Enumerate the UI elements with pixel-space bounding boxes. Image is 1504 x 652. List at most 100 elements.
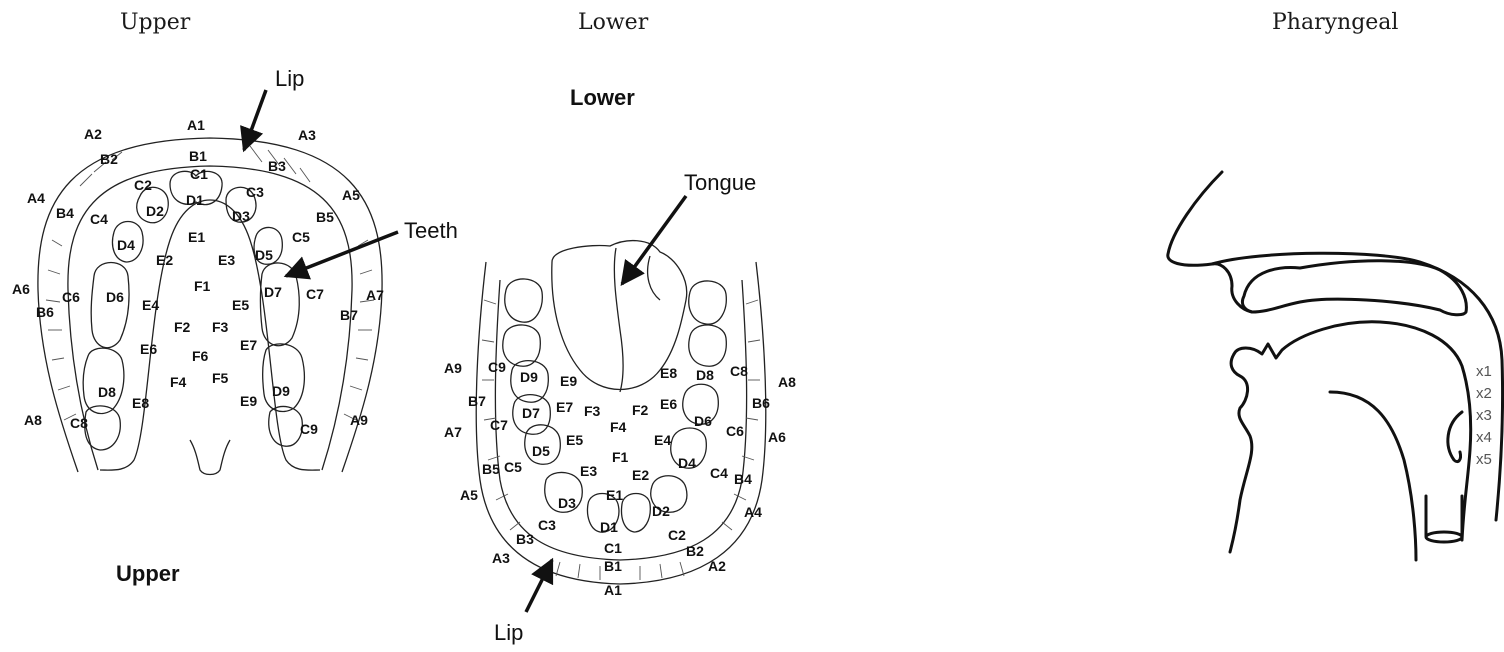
upper-label-a5: A5: [342, 187, 360, 203]
lower-label-a2: A2: [708, 558, 726, 574]
lower-label-c7: C7: [490, 417, 508, 433]
lower-label-a8: A8: [778, 374, 796, 390]
lower-label-e2: E2: [632, 467, 649, 483]
lower-label-c3: C3: [538, 517, 556, 533]
upper-teeth-callout: Teeth: [404, 218, 458, 243]
lower-label-d7: D7: [522, 405, 540, 421]
lower-label-f2: F2: [632, 402, 649, 418]
upper-label-c7: C7: [306, 286, 324, 302]
upper-label-b2: B2: [100, 151, 118, 167]
upper-label-d4: D4: [117, 237, 135, 253]
lower-label-a9: A9: [444, 360, 462, 376]
upper-label-e2: E2: [156, 252, 173, 268]
upper-label-c4: C4: [90, 211, 108, 227]
upper-label-c6: C6: [62, 289, 80, 305]
upper-label-e3: E3: [218, 252, 235, 268]
upper-label-a7: A7: [366, 287, 384, 303]
pharyngeal-diagram: x1 x2 x3 x4 x5: [1168, 172, 1503, 560]
lower-label-d1: D1: [600, 519, 618, 535]
lower-label-b4: B4: [734, 471, 752, 487]
tongue-outline: [1234, 322, 1471, 540]
upper-heading: Upper: [116, 561, 180, 586]
lower-label-c8: C8: [730, 363, 748, 379]
lower-label-b3: B3: [516, 531, 534, 547]
lower-label-d6: D6: [694, 413, 712, 429]
pharyngeal-label-x2: x2: [1476, 385, 1492, 402]
lower-label-a1: A1: [604, 582, 622, 598]
lower-label-c6: C6: [726, 423, 744, 439]
lower-label-b7: B7: [468, 393, 486, 409]
lower-lip-callout: Lip: [494, 620, 523, 645]
lower-label-c4: C4: [710, 465, 728, 481]
upper-label-f6: F6: [192, 348, 209, 364]
lower-label-e9: E9: [560, 373, 577, 389]
upper-label-d2: D2: [146, 203, 164, 219]
nasal-cavity-outline: [1242, 261, 1466, 315]
lower-label-b5: B5: [482, 461, 500, 477]
lower-label-b2: B2: [686, 543, 704, 559]
upper-label-f1: F1: [194, 278, 211, 294]
lower-label-e5: E5: [566, 432, 583, 448]
upper-label-b4: B4: [56, 205, 74, 221]
upper-label-e6: E6: [140, 341, 157, 357]
lower-label-f1: F1: [612, 449, 629, 465]
upper-teeth: [83, 171, 304, 450]
pharyngeal-label-x5: x5: [1476, 451, 1492, 468]
upper-label-d8: D8: [98, 384, 116, 400]
upper-label-f2: F2: [174, 319, 191, 335]
upper-label-d1: D1: [186, 192, 204, 208]
lower-label-d4: D4: [678, 455, 696, 471]
lower-label-f4: F4: [610, 419, 627, 435]
upper-label-f5: F5: [212, 370, 229, 386]
upper-label-b5: B5: [316, 209, 334, 225]
epiglottis-outline: [1448, 412, 1462, 462]
lower-label-d3: D3: [558, 495, 576, 511]
lower-label-set: A1A2A3A4A5A6A7A8A9B1B2B3B4B5B6B7C1C2C3C4…: [444, 359, 796, 598]
lower-label-d9: D9: [520, 369, 538, 385]
upper-label-a8: A8: [24, 412, 42, 428]
upper-label-b6: B6: [36, 304, 54, 320]
lower-label-a3: A3: [492, 550, 510, 566]
trachea-opening: [1426, 532, 1462, 542]
pharyngeal-label-x4: x4: [1476, 429, 1492, 446]
pharyngeal-label-x3: x3: [1476, 407, 1492, 424]
upper-label-b7: B7: [340, 307, 358, 323]
nose-outline: [1168, 172, 1503, 520]
upper-jaw-diagram: Lip Teeth Upper A1A2A3A4A5A6A7A8A9B1B2B3…: [12, 66, 458, 586]
upper-label-e8: E8: [132, 395, 149, 411]
upper-label-d7: D7: [264, 284, 282, 300]
upper-label-e7: E7: [240, 337, 257, 353]
upper-label-d5: D5: [255, 247, 273, 263]
upper-label-b3: B3: [268, 158, 286, 174]
lower-label-e6: E6: [660, 396, 677, 412]
lower-tongue-callout: Tongue: [684, 170, 756, 195]
upper-label-c2: C2: [134, 177, 152, 193]
lower-label-a5: A5: [460, 487, 478, 503]
upper-label-c8: C8: [70, 415, 88, 431]
upper-label-d9: D9: [272, 383, 290, 399]
lower-label-a4: A4: [744, 504, 762, 520]
lower-label-c9: C9: [488, 359, 506, 375]
upper-label-f3: F3: [212, 319, 229, 335]
lower-heading: Lower: [570, 85, 635, 110]
upper-label-a4: A4: [27, 190, 45, 206]
upper-label-a9: A9: [350, 412, 368, 428]
upper-label-c1: C1: [190, 166, 208, 182]
upper-label-e9: E9: [240, 393, 257, 409]
larynx-tube-outline: [1426, 496, 1462, 536]
upper-label-c3: C3: [246, 184, 264, 200]
upper-label-c5: C5: [292, 229, 310, 245]
upper-label-e1: E1: [188, 229, 205, 245]
lower-label-a6: A6: [768, 429, 786, 445]
upper-label-a3: A3: [298, 127, 316, 143]
lower-label-e4: E4: [654, 432, 671, 448]
lower-label-c2: C2: [668, 527, 686, 543]
upper-label-a2: A2: [84, 126, 102, 142]
upper-label-b1: B1: [189, 148, 207, 164]
lower-label-d2: D2: [652, 503, 670, 519]
lower-label-c1: C1: [604, 540, 622, 556]
lower-label-e8: E8: [660, 365, 677, 381]
lower-label-a7: A7: [444, 424, 462, 440]
lower-label-f3: F3: [584, 403, 601, 419]
lower-label-d5: D5: [532, 443, 550, 459]
